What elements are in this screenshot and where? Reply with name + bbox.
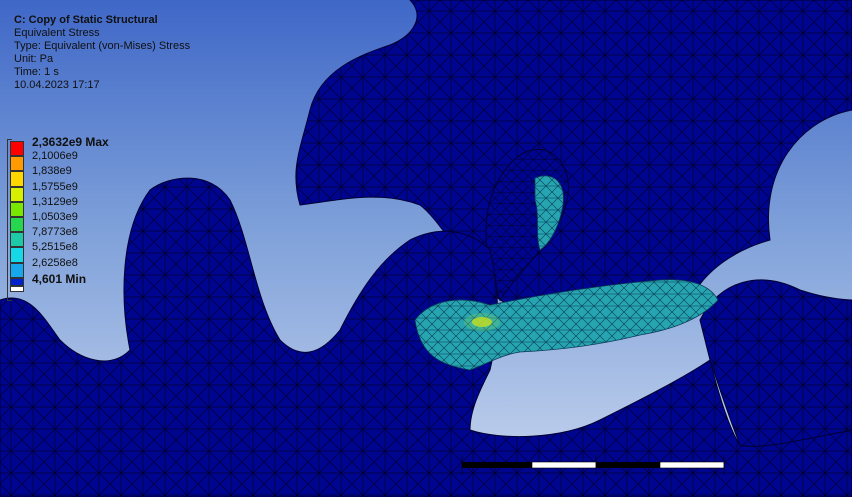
stress-peak-halo	[464, 313, 500, 331]
result-name: Equivalent Stress	[14, 27, 100, 39]
upper-gear	[295, 0, 852, 314]
legend-label: 2,3632e9 Max	[32, 135, 109, 149]
legend-swatch	[10, 232, 24, 248]
legend-label: 1,5755e9	[32, 180, 78, 193]
legend-swatch	[10, 186, 24, 202]
result-unit: Unit: Pa	[14, 53, 54, 65]
legend-label: 7,8773e8	[32, 226, 78, 239]
result-type: Type: Equivalent (von-Mises) Stress	[14, 40, 191, 52]
legend-label: 5,2515e8	[32, 241, 78, 254]
legend-label: 4,601 Min	[32, 271, 87, 286]
legend-label: 1,0503e9	[32, 211, 78, 223]
legend-bracket	[7, 139, 12, 301]
legend-swatch	[10, 247, 24, 263]
legend-swatch	[10, 277, 24, 286]
result-info-panel: C: Copy of Static Structural Equivalent …	[14, 14, 190, 92]
legend-swatch	[10, 156, 24, 172]
legend-swatch	[10, 201, 24, 217]
analysis-title: C: Copy of Static Structural	[14, 14, 158, 26]
scale-bar	[461, 455, 725, 475]
legend-swatch	[10, 141, 24, 157]
legend-swatch	[10, 262, 24, 278]
stress-zone-upper	[534, 175, 564, 251]
legend-label: 2,6258e8	[32, 256, 78, 269]
legend-swatch	[10, 171, 24, 187]
result-time: Time: 1 s	[14, 66, 59, 78]
legend-swatch	[10, 217, 24, 233]
legend-label: 1,3129e9	[32, 195, 78, 208]
stress-peak	[472, 317, 492, 327]
legend-label: 2,1006e9	[32, 150, 78, 163]
legend-label: 1,838e9	[32, 165, 72, 178]
result-date: 10.04.2023 17:17	[14, 79, 100, 91]
stress-zone-contact	[414, 279, 719, 371]
legend-swatch	[10, 286, 24, 292]
